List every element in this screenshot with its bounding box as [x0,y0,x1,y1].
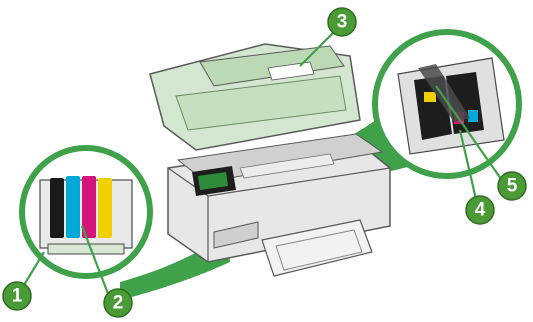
callout-4: 4 [466,196,494,224]
cartridge-yellow [98,178,112,238]
scanner-lid [150,44,360,150]
cartridge-cyan [66,176,80,238]
callout-1: 1 [3,282,31,310]
cartridge-black [50,178,64,238]
callout-number: 1 [12,286,23,307]
printer-body [168,134,390,276]
callout-number: 5 [507,176,518,197]
callout-2: 2 [104,289,132,317]
callout-5: 5 [498,172,526,200]
printhead-zoom-icon [375,32,519,176]
callout-number: 4 [475,200,486,221]
callout-3: 3 [328,8,356,36]
callout-number: 3 [337,12,348,33]
callout-number: 2 [113,293,124,314]
